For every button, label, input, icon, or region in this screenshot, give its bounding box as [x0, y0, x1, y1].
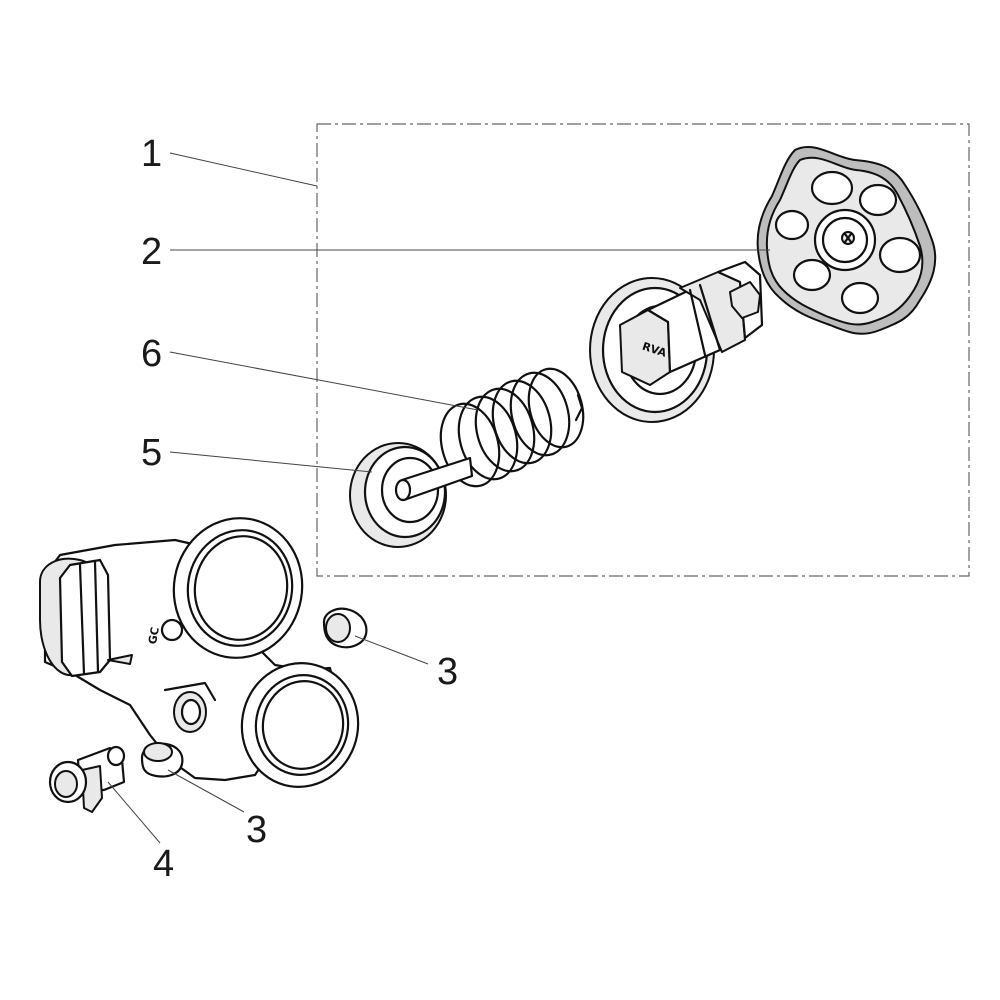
assembly-boundary [316, 123, 970, 577]
part-disc [349, 442, 474, 548]
callout-5: 5 [141, 432, 162, 474]
body-marking: GC [146, 626, 162, 645]
part-plug-lower [140, 742, 184, 778]
callout-6: 6 [141, 333, 162, 375]
leader-5 [169, 451, 373, 473]
part-drain-valve [48, 745, 126, 813]
part-stem-bonnet: RVA [589, 260, 764, 423]
callout-3-lower: 3 [246, 809, 267, 851]
part-spring [439, 367, 585, 488]
leader-6 [169, 351, 479, 411]
part-valve-body: GC [39, 517, 360, 788]
callout-4: 4 [153, 843, 174, 885]
leader-1 [169, 152, 318, 187]
callout-3-upper: 3 [437, 651, 458, 693]
leader-lines [107, 152, 770, 844]
leader-3b [167, 769, 245, 813]
callout-1: 1 [141, 133, 162, 175]
part-handwheel [756, 146, 937, 335]
leader-4 [107, 781, 161, 844]
leader-3a [354, 635, 429, 665]
callout-2: 2 [141, 231, 162, 273]
callouts: 1 2 6 5 3 3 4 [141, 133, 458, 885]
part-plug-upper [322, 607, 368, 649]
